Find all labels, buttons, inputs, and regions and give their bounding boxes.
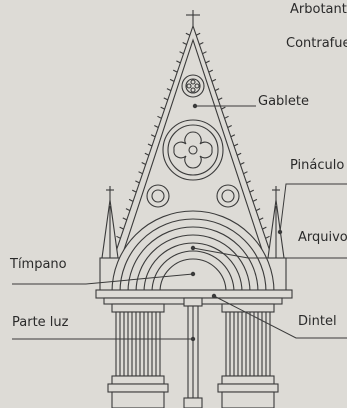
crocket bbox=[233, 143, 239, 147]
crocket bbox=[128, 198, 134, 202]
jamb-right bbox=[217, 303, 279, 408]
crocket bbox=[236, 152, 242, 156]
crocket bbox=[176, 60, 181, 64]
crocket bbox=[258, 217, 264, 221]
crocket bbox=[252, 198, 258, 202]
crocket bbox=[154, 125, 159, 129]
crocket bbox=[243, 171, 248, 175]
crocket bbox=[240, 161, 245, 165]
crocket bbox=[166, 88, 172, 92]
label-dintel: Dintel bbox=[298, 314, 337, 329]
crocket bbox=[265, 235, 270, 239]
crocket bbox=[246, 180, 251, 184]
crocket bbox=[125, 208, 131, 212]
crocket bbox=[160, 106, 165, 110]
crocket bbox=[138, 171, 143, 175]
trumeau bbox=[183, 297, 203, 408]
crocket bbox=[224, 115, 229, 119]
label-arquivolta: Arquivolta bbox=[298, 230, 347, 245]
label-parte-luz: Parte luz bbox=[12, 315, 69, 330]
crocket bbox=[230, 134, 236, 138]
crocket bbox=[119, 226, 124, 230]
crocket bbox=[249, 189, 255, 193]
crocket bbox=[144, 152, 150, 156]
crocket bbox=[199, 41, 204, 45]
crocket bbox=[116, 235, 121, 239]
label-pinaculo: Pináculo bbox=[290, 158, 344, 173]
archivolts bbox=[111, 210, 275, 293]
crocket bbox=[169, 78, 175, 82]
crocket bbox=[163, 97, 169, 101]
crocket bbox=[122, 217, 128, 221]
crocket bbox=[205, 60, 210, 64]
label-gablete: Gablete bbox=[258, 94, 309, 109]
crocket bbox=[262, 226, 267, 230]
crocket bbox=[172, 69, 178, 73]
crocket bbox=[157, 115, 162, 119]
cross-finial bbox=[186, 10, 200, 26]
crocket bbox=[141, 161, 146, 165]
crocket bbox=[147, 143, 153, 147]
label-contrafuerte: Contrafuerte bbox=[286, 36, 347, 51]
crocket bbox=[179, 51, 184, 55]
crocket bbox=[217, 97, 223, 101]
crocket bbox=[131, 189, 137, 193]
crocket bbox=[211, 78, 217, 82]
label-timpano: Tímpano bbox=[9, 257, 67, 272]
crocket bbox=[221, 106, 226, 110]
crocket bbox=[208, 69, 214, 73]
crocket bbox=[202, 51, 207, 55]
leader-lines bbox=[12, 103, 347, 342]
label-arbotante: Arbotante bbox=[290, 2, 347, 17]
crocket bbox=[214, 88, 220, 92]
crocket bbox=[150, 134, 156, 138]
crocket bbox=[135, 180, 140, 184]
crocket bbox=[195, 32, 201, 36]
jamb-left bbox=[107, 303, 169, 408]
crocket bbox=[255, 208, 261, 212]
crocket bbox=[227, 125, 232, 129]
crocket bbox=[185, 32, 191, 36]
crocket bbox=[182, 41, 187, 45]
